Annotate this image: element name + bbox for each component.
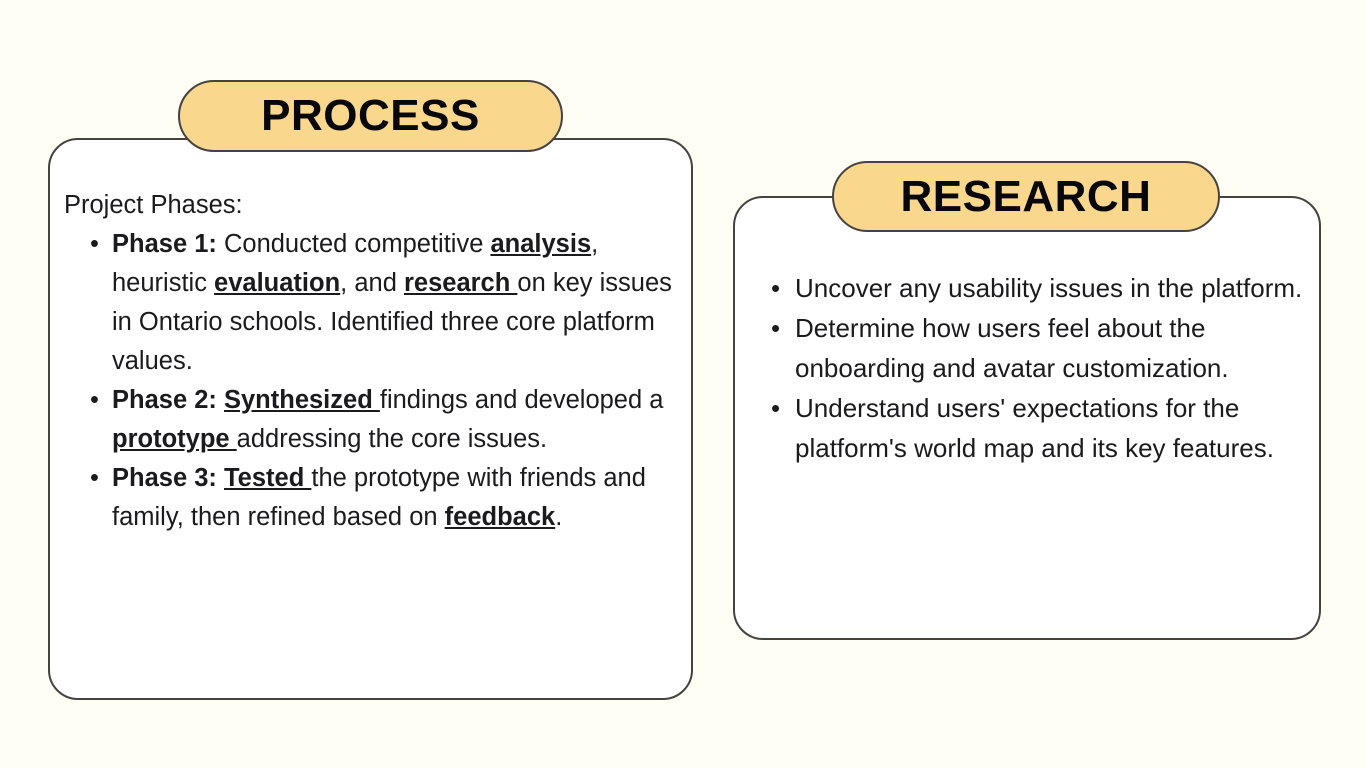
process-bullet-keyword: feedback <box>444 503 556 531</box>
process-bullet-text: findings and developed a <box>379 386 664 414</box>
process-bullet-item: Phase 3: Tested the prototype with frien… <box>64 459 674 537</box>
process-bullet-keyword: analysis <box>490 230 592 258</box>
process-bullet-keyword: research <box>403 269 518 297</box>
process-header-pill: PROCESS <box>178 80 563 152</box>
process-bullet-label: Phase 1: <box>112 230 217 258</box>
process-bullet-text: . <box>555 503 563 531</box>
process-bullet-keyword: Synthesized <box>223 386 380 414</box>
process-intro-text: Project Phases: <box>64 191 243 219</box>
process-bullet-item: Phase 2: Synthesized findings and develo… <box>64 381 674 459</box>
process-bullet-keyword: Tested <box>223 464 312 492</box>
process-bullet-text <box>217 386 224 414</box>
process-bullet-label: Phase 3: <box>112 464 217 492</box>
process-bullet-label: Phase 2: <box>112 386 217 414</box>
process-bullet-keyword: evaluation <box>214 269 341 297</box>
process-bullet-text: addressing the core issues. <box>236 425 548 453</box>
process-bullet-text <box>217 464 224 492</box>
research-card-body: Uncover any usability issues in the plat… <box>759 268 1319 468</box>
research-bullet-item: Determine how users feel about the onboa… <box>759 308 1319 388</box>
process-bullet-keyword: prototype <box>112 425 237 453</box>
process-card-body: Project Phases: Phase 1: Conducted compe… <box>64 186 674 537</box>
process-bullet-text: the prototype with friends and family, t… <box>112 464 646 531</box>
process-bullet-text: , heuristic <box>112 230 599 297</box>
research-bullet-list: Uncover any usability issues in the plat… <box>759 268 1319 468</box>
process-bullet-text: , and <box>340 269 404 297</box>
research-header-pill: RESEARCH <box>832 161 1220 232</box>
process-bullet-item: Phase 1: Conducted competitive analysis,… <box>64 225 674 381</box>
process-bullet-text: Conducted competitive <box>216 230 491 258</box>
research-bullet-item: Understand users' expectations for the p… <box>759 388 1319 468</box>
research-bullet-item: Uncover any usability issues in the plat… <box>759 268 1319 308</box>
process-bullet-text: on key issues in Ontario schools. Identi… <box>112 269 672 375</box>
process-bullet-list: Phase 1: Conducted competitive analysis,… <box>64 225 674 537</box>
